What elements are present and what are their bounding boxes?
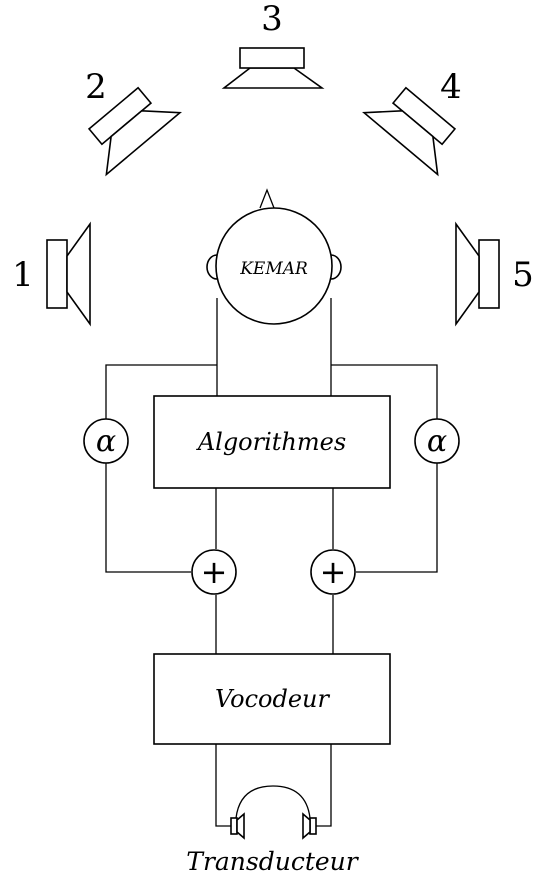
kemar-nose — [259, 188, 275, 209]
speaker-2 — [87, 86, 182, 177]
kemar-head — [206, 188, 342, 325]
speaker-1-cone — [66, 221, 91, 327]
speaker-5-label: 5 — [512, 255, 534, 295]
speaker-4-cone — [362, 109, 439, 177]
speaker-3 — [221, 47, 325, 89]
kemar-label: KEMAR — [239, 259, 308, 279]
sum-left-symbol: + — [201, 553, 228, 591]
sum-right-node — [310, 549, 356, 595]
wire-vocoder-right-out — [316, 744, 332, 827]
headphones-band — [235, 785, 311, 819]
signal-wires — [105, 298, 438, 827]
kemar-head-circle — [215, 207, 333, 325]
speaker-1-body — [46, 239, 68, 309]
vocodeur-block — [153, 653, 391, 745]
headphone-left-cone — [236, 812, 245, 840]
gain-left-node — [83, 418, 129, 464]
speaker-5 — [455, 221, 500, 327]
speaker-3-body — [239, 47, 305, 69]
wire-left-branch-top — [105, 364, 217, 420]
headphone-right-body — [309, 817, 317, 835]
gain-left-symbol: α — [96, 424, 116, 459]
transducteur-label: Transducteur — [186, 847, 360, 876]
speaker-5-cone — [455, 221, 480, 327]
wire-left-branch-bottom — [105, 462, 191, 573]
sum-left-node — [191, 549, 237, 595]
speaker-5-body — [478, 239, 500, 309]
wire-vocoder-left-out — [215, 744, 231, 827]
speaker-3-label: 3 — [261, 0, 283, 39]
headphone-right-cone — [302, 812, 311, 840]
vocodeur-label: Vocodeur — [215, 685, 330, 713]
algorithmes-block — [153, 395, 391, 489]
gain-right-node — [414, 418, 460, 464]
wire-right-branch-bottom — [356, 462, 438, 573]
speaker-1 — [46, 221, 91, 327]
speaker-4-label: 4 — [440, 67, 462, 107]
headphone-left-body — [230, 817, 238, 835]
speaker-2-label: 2 — [85, 67, 107, 107]
speaker-1-label: 1 — [12, 255, 34, 295]
wire-right-branch-top — [331, 364, 438, 420]
speaker-3-cone — [221, 67, 325, 89]
algorithmes-label: Algorithmes — [196, 428, 346, 456]
headphones-icon — [230, 785, 317, 840]
gain-right-symbol: α — [427, 424, 447, 459]
speaker-2-cone — [105, 109, 182, 177]
sum-right-symbol: + — [320, 553, 347, 591]
speaker-4 — [362, 86, 457, 177]
